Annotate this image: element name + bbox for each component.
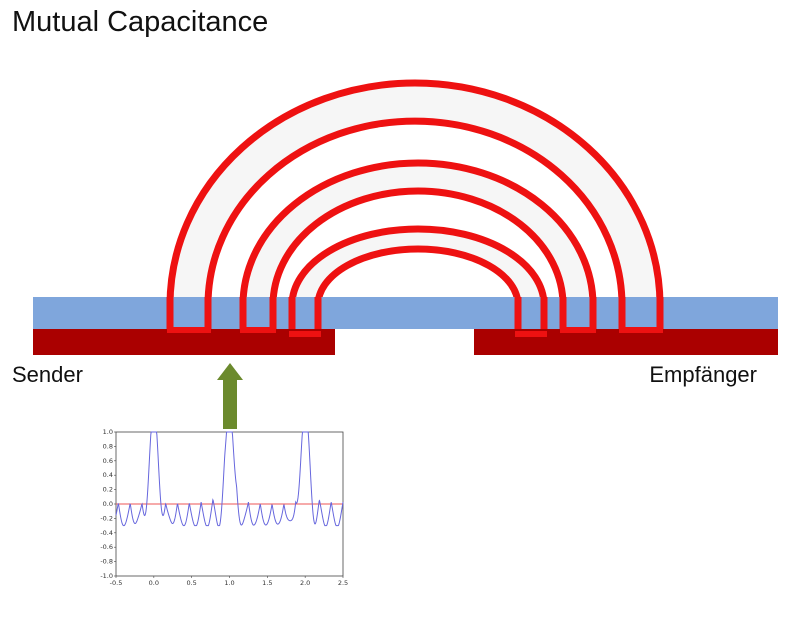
- y-tick-label: -1.0: [100, 572, 113, 580]
- page-title: Mutual Capacitance: [12, 6, 269, 38]
- x-tick-label: -0.5: [110, 579, 123, 587]
- x-tick-label: 0.5: [186, 579, 196, 587]
- y-tick-label: -0.6: [100, 543, 113, 551]
- y-tick-label: 0.2: [103, 486, 113, 494]
- x-tick-label: 2.5: [338, 579, 348, 587]
- y-tick-label: 0.8: [103, 442, 113, 450]
- y-tick-label: -0.2: [100, 514, 113, 522]
- y-tick-label: 0.4: [103, 471, 113, 479]
- sender-label: Sender: [12, 362, 83, 387]
- signal-plot: 1.0 0.8 0.6 0.4 0.2 0.0 -0.2 -0.4 -0.6 -0.8 -1.0 -…: [100, 428, 348, 587]
- x-axis-ticks: -0.5 0.0 0.5 1.0 1.5 2.0 2.5: [110, 576, 348, 587]
- y-tick-label: 1.0: [103, 428, 113, 436]
- y-tick-label: -0.4: [100, 529, 113, 537]
- y-tick-label: 0.6: [103, 457, 113, 465]
- signal-series-line: [115, 431, 344, 527]
- field-line-bases: [167, 327, 663, 337]
- electric-field-lines: [166, 79, 664, 337]
- x-tick-label: 1.0: [224, 579, 234, 587]
- y-tick-label: -0.8: [100, 558, 113, 566]
- x-tick-label: 0.0: [149, 579, 159, 587]
- x-tick-label: 1.5: [262, 579, 272, 587]
- up-arrow-icon: [217, 363, 243, 429]
- x-tick-label: 2.0: [300, 579, 310, 587]
- y-tick-label: 0.0: [103, 500, 113, 508]
- sender-electrode: [33, 329, 335, 355]
- field-line-feet: [166, 297, 664, 333]
- receiver-label: Empfänger: [649, 362, 757, 387]
- dielectric-layer: [33, 297, 778, 329]
- y-axis-ticks: 1.0 0.8 0.6 0.4 0.2 0.0 -0.2 -0.4 -0.6 -0.8 -1.0: [100, 428, 116, 580]
